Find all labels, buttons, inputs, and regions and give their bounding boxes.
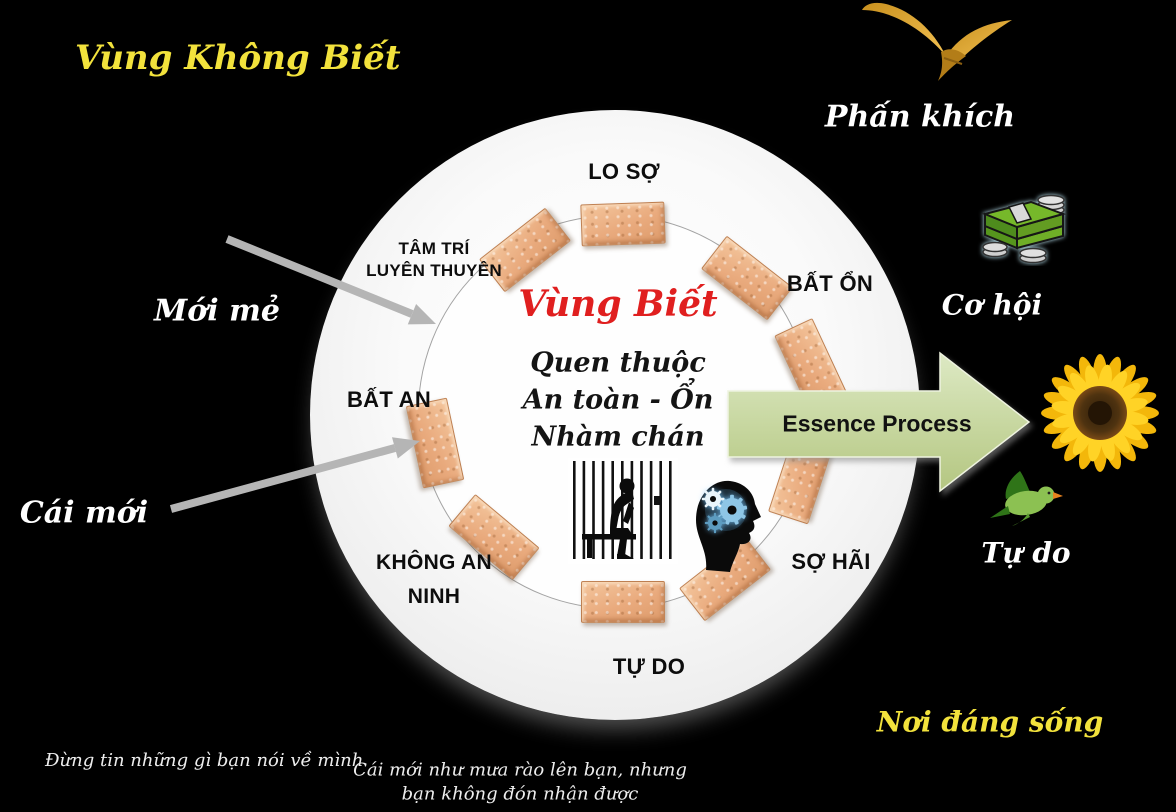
wall-label-uneasy: BẤT AN <box>346 387 432 412</box>
essence-process-label: Essence Process <box>782 410 972 437</box>
money-stack-icon <box>981 194 1067 264</box>
wall-label-chattering-mind-2: LUYÊN THUYÊN <box>366 261 502 280</box>
label-freedom-outside: Tự do <box>981 536 1071 570</box>
label-excitement: Phấn khích <box>824 99 1016 135</box>
essence-process-arrow <box>727 351 1031 493</box>
wall-label-chattering-mind-1: TÂM TRÍ <box>398 239 470 258</box>
wall-label-freedom: TỰ DO <box>612 654 686 679</box>
known-zone-line1: Quen thuộc <box>530 347 706 379</box>
wall-label-unstable: BẤT ỔN <box>786 271 874 296</box>
known-zone-title: Vùng Biết <box>518 283 718 325</box>
caption-bottom-left: Đừng tin những gì bạn nói về mình <box>45 750 364 771</box>
wall-label-insecurity-1: KHÔNG AN <box>376 551 492 574</box>
gray-arrow-the-new <box>169 437 420 513</box>
sunflower-icon <box>1041 354 1159 472</box>
slide-title: Vùng Không Biết <box>75 38 401 78</box>
known-zone-line2: An toàn - Ổn <box>522 384 714 416</box>
head-with-gears-image <box>696 480 761 572</box>
wall-brick <box>581 581 665 623</box>
gray-arrow-novelty <box>225 235 436 325</box>
caption-bottom-center-2: bạn không đón nhận được <box>401 783 639 805</box>
wall-label-fear: LO SỢ <box>588 159 660 184</box>
label-the-new: Cái mới <box>19 495 149 531</box>
label-novelty: Mới mẻ <box>154 293 280 329</box>
wall-label-insecurity-2: NINH <box>407 585 461 608</box>
known-zone-line3: Nhàm chán <box>531 421 705 453</box>
label-opportunity: Cơ hội <box>941 288 1043 322</box>
prisoner-behind-bars-image <box>568 458 678 564</box>
caption-bottom-center-1: Cái mới như mưa rào lên bạn, nhưng <box>353 759 687 781</box>
golden-bird-icon <box>862 2 1012 81</box>
wall-label-fright: SỢ HÃI <box>791 549 871 574</box>
known-zone-description: Quen thuộc An toàn - Ổn Nhàm chán <box>523 345 714 456</box>
green-bird-icon <box>990 471 1063 526</box>
label-place-worth-living: Nơi đáng sống <box>876 705 1104 739</box>
